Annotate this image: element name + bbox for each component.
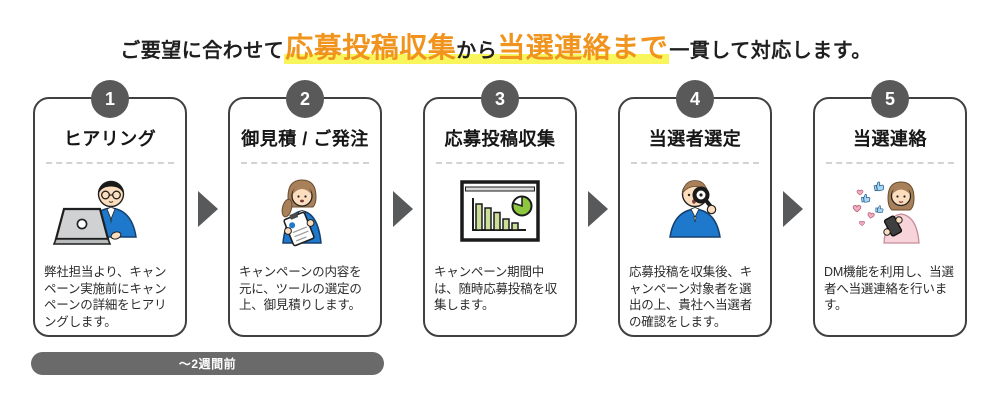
heart-icon [852, 205, 862, 213]
process-flow: 1 ヒアリング 弊社担当より、キャンペーン実施前にキャンペーンの詳細をヒアリング… [33, 80, 967, 337]
woman-with-clipboard-icon [230, 166, 380, 260]
title-prefix: ご要望に合わせて [120, 40, 285, 62]
step-description: 弊社担当より、キャンペーン実施前にキャンペーンの詳細をヒアリングします。 [44, 265, 167, 329]
step-number-badge: 3 [481, 80, 519, 118]
step-description: 応募投稿を収集後、キャンペーン対象者を選出の上、貴社へ当選者の確認をします。 [629, 265, 753, 329]
title-highlighted-phrase: 応募投稿収集から当選連絡まで [284, 32, 670, 64]
page-title: ご要望に合わせて応募投稿収集から当選連絡まで一貫して対応します。 [0, 26, 992, 66]
right-arrow-icon [783, 191, 803, 227]
step-title: 当選連絡 [853, 129, 927, 149]
title-highlight-2: 当選連絡まで [497, 32, 669, 63]
step-description: キャンペーン期間中は、随時応募投稿を収集します。 [434, 265, 558, 313]
step-title: 当選者選定 [648, 129, 742, 149]
right-arrow-icon [588, 191, 608, 227]
right-arrow-icon [198, 191, 218, 227]
step-number-badge: 5 [871, 80, 909, 118]
woman-with-phone-icon [815, 166, 965, 260]
title-suffix: 一貫して対応します。 [669, 40, 872, 62]
step-card-1: 1 ヒアリング 弊社担当より、キャンペーン実施前にキャンペーンの詳細をヒアリング… [33, 80, 187, 337]
dashed-divider [241, 162, 369, 164]
right-arrow-icon [393, 191, 413, 227]
step-title: 応募投稿収集 [444, 129, 556, 149]
flow-arrow [187, 97, 228, 337]
dashed-divider [631, 162, 759, 164]
like-icon [861, 193, 871, 203]
step-description: キャンペーンの内容を元に、ツールの選定の上、御見積りします。 [239, 265, 362, 313]
step-card-4: 4 当選者選定 応募投稿を収集後、キャンペーン対象者を選出の上、貴社へ当選者の確… [618, 80, 772, 337]
title-connector: から [456, 40, 498, 62]
step-number-badge: 4 [676, 80, 714, 118]
flow-arrow [382, 97, 423, 337]
man-with-laptop-icon [35, 166, 185, 260]
flow-arrow [772, 97, 813, 337]
timeline-badge: 〜2週間前 [31, 352, 384, 375]
title-highlight-1: 応募投稿収集 [285, 32, 457, 63]
heart-icon [867, 212, 875, 219]
step-card-5: 5 当選連絡 [813, 80, 967, 337]
step-card-3: 3 応募投稿収集 キャンペーン期間中は、随時応募投稿を収集します。 [423, 80, 577, 337]
dashed-divider [436, 162, 564, 164]
heart-icon [856, 189, 864, 196]
step-number-badge: 1 [91, 80, 129, 118]
step-title: ヒアリング [63, 129, 157, 149]
heart-icon [859, 221, 865, 226]
like-icon [875, 205, 884, 213]
like-icon [873, 181, 884, 192]
step-title: 御見積 / ご発注 [241, 129, 369, 149]
step-card-2: 2 御見積 / ご発注 [228, 80, 382, 337]
man-with-magnifier-icon [620, 166, 770, 260]
dashed-divider [826, 162, 954, 164]
dashed-divider [46, 162, 174, 164]
flow-arrow [577, 97, 618, 337]
step-description: DM機能を利用し、当選者へ当選連絡を行います。 [824, 265, 954, 313]
step-number-badge: 2 [286, 80, 324, 118]
analytics-dashboard-icon [425, 166, 575, 260]
